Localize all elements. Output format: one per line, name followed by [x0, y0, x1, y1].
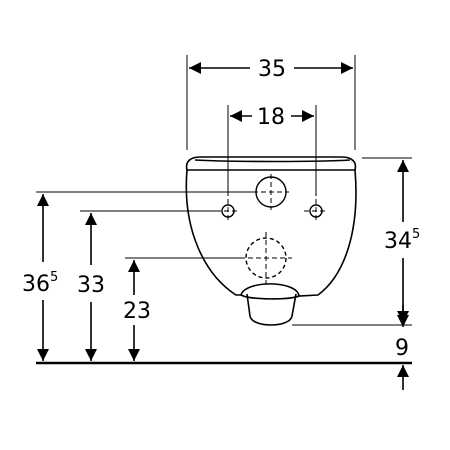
- center-marks: [216, 174, 328, 284]
- outlet-spigot: [246, 293, 297, 326]
- dim-floor-clearance: 9: [395, 305, 409, 390]
- dim-height-top-label: 36: [22, 272, 50, 297]
- dim-height-body-label: 34: [384, 229, 412, 254]
- dim-floor-clearance-label: 9: [395, 336, 409, 361]
- svg-text:9: 9: [395, 336, 409, 361]
- svg-text:23: 23: [123, 299, 151, 324]
- dim-height-top-sup: 5: [50, 270, 58, 285]
- dim-height-bolts-label: 33: [77, 273, 105, 298]
- svg-text:365: 365: [22, 270, 58, 297]
- waste-outlet-circle: [245, 237, 287, 279]
- extension-lines: [36, 55, 412, 326]
- dim-height-body-sup: 5: [412, 227, 420, 242]
- dim-width-inlets: 18: [230, 105, 314, 130]
- bowl-outline: [185, 169, 357, 297]
- dim-height-bolts: 33: [77, 213, 105, 361]
- dim-width-total-label: 35: [258, 57, 286, 82]
- dim-height-top: 365: [22, 194, 58, 361]
- dim-width-total: 35: [189, 57, 353, 82]
- dim-width-inlets-label: 18: [257, 105, 285, 130]
- svg-text:35: 35: [258, 57, 286, 82]
- svg-text:18: 18: [257, 105, 285, 130]
- dim-height-outlet: 23: [123, 260, 151, 361]
- svg-text:33: 33: [77, 273, 105, 298]
- dim-height-outlet-label: 23: [123, 299, 151, 324]
- bowl-top-rim: [185, 156, 357, 171]
- dim-height-body: 345: [384, 160, 420, 323]
- outlet-spigot-inner: [240, 294, 300, 300]
- svg-text:345: 345: [384, 227, 420, 254]
- bowl-cap-edge: [194, 159, 351, 163]
- toilet-bowl: [185, 156, 357, 326]
